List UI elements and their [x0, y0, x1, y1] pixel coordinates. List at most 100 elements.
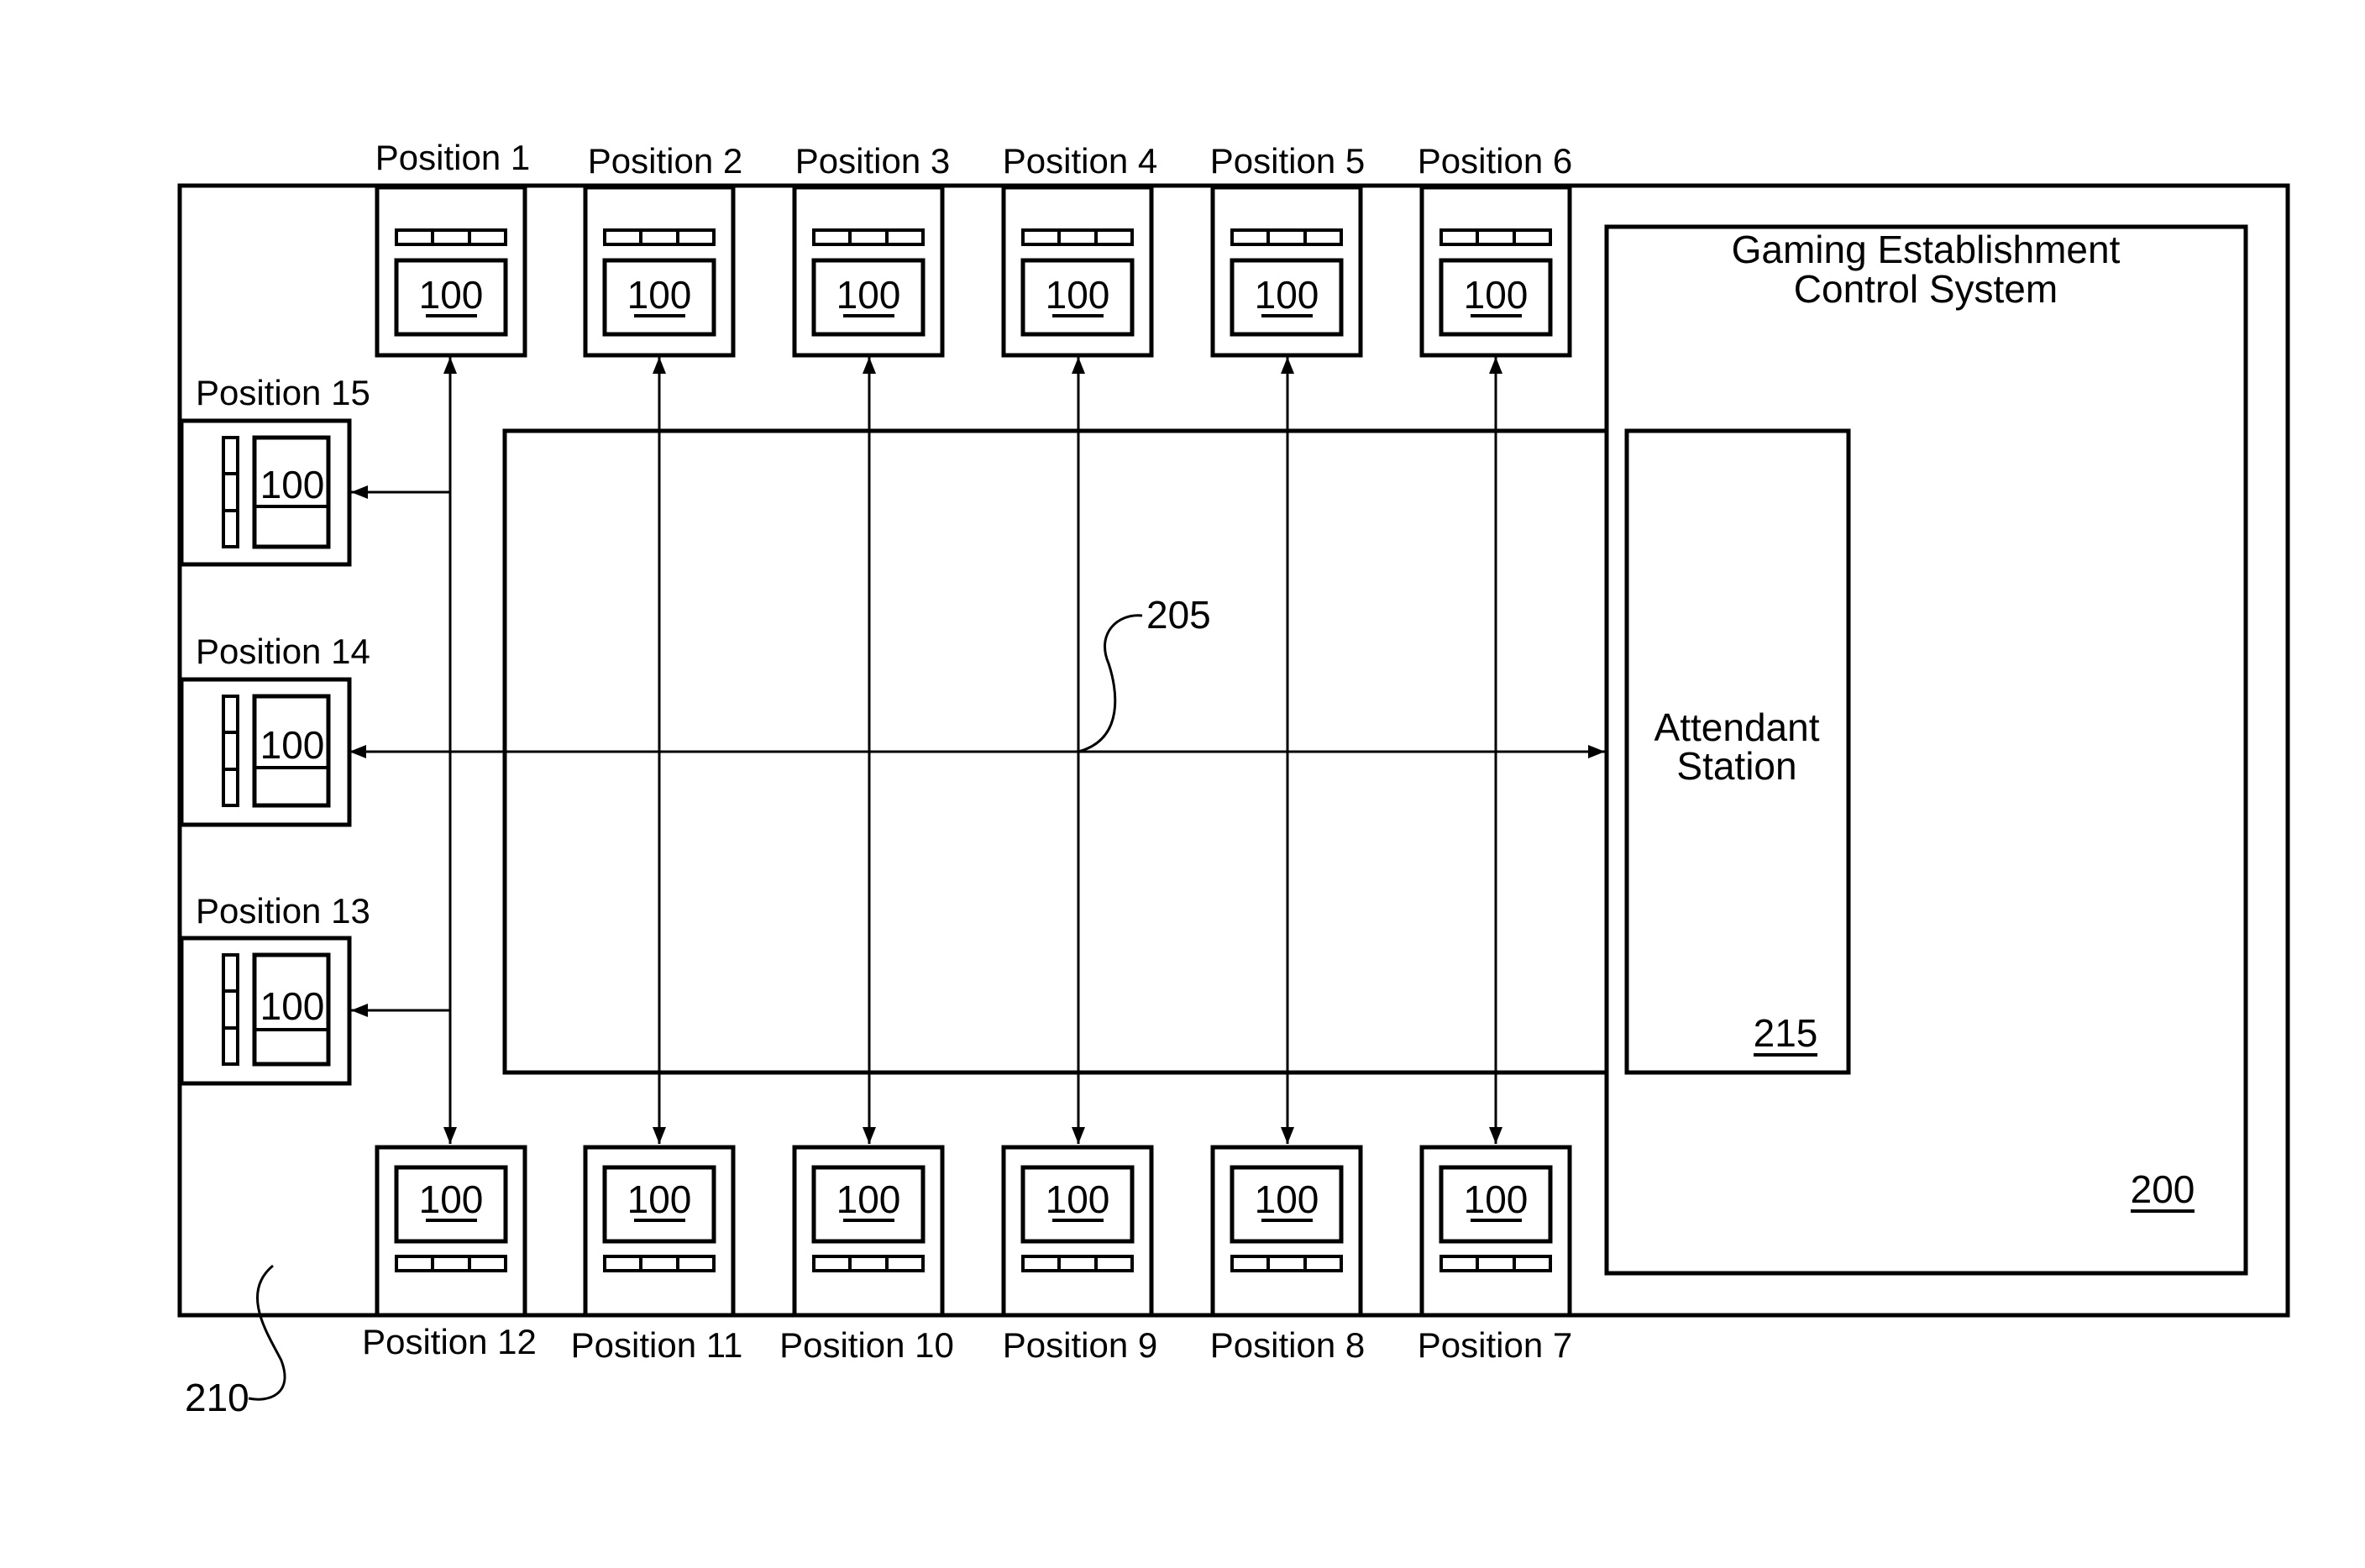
position-label: Position 7	[1418, 1325, 1572, 1365]
position-label: Position 14	[196, 632, 370, 671]
button-panel	[1439, 228, 1552, 246]
display-screen	[811, 1165, 926, 1244]
gaming-device-cabinet	[179, 677, 352, 827]
gaming-device-number: 100	[1464, 273, 1529, 317]
gaming-device-position-2: 100 Position 2	[583, 141, 742, 358]
gaming-device-number: 100	[836, 1177, 901, 1221]
gaming-device-cabinet	[1419, 1145, 1572, 1318]
gaming-device-number: 100	[1255, 1177, 1319, 1221]
gaming-device-position-10: 100 Position 10	[779, 1145, 954, 1365]
display-screen	[394, 258, 508, 337]
gaming-device-position-4: 100 Position 4	[1001, 141, 1157, 358]
gaming-device-cabinet	[1001, 185, 1154, 358]
gaming-device-number: 100	[260, 463, 325, 506]
position-label: Position 15	[196, 373, 370, 412]
gaming-device-position-13: 100 Position 13	[179, 891, 370, 1086]
button-panel	[222, 436, 239, 548]
button-panel	[222, 953, 239, 1066]
gaming-device-cabinet	[1210, 185, 1363, 358]
button-panel	[1021, 1255, 1134, 1272]
position-label: Position 12	[362, 1322, 537, 1361]
network-ref-leader	[1078, 614, 1143, 753]
gaming-device-cabinet	[1419, 185, 1572, 358]
display-screen	[1020, 258, 1135, 337]
floor-ref-leader	[248, 1264, 286, 1401]
button-panel	[222, 695, 239, 807]
gaming-device-position-9: 100 Position 9	[1001, 1145, 1157, 1365]
control-system-title-line2: Control System	[1794, 267, 2058, 311]
button-panel	[395, 228, 507, 246]
position-label: Position 8	[1210, 1325, 1365, 1365]
gaming-device-number: 100	[419, 1177, 484, 1221]
display-screen	[1230, 1165, 1344, 1244]
network-ref: 205	[1146, 593, 1211, 637]
gaming-device-position-1: 100 Position 1	[375, 138, 530, 358]
floor-ref: 210	[185, 1376, 249, 1419]
position-label: Position 2	[588, 141, 742, 181]
display-screen	[811, 258, 926, 337]
button-panel	[603, 1255, 716, 1272]
gaming-device-number: 100	[1046, 1177, 1110, 1221]
display-screen	[1020, 1165, 1135, 1244]
display-screen	[1230, 258, 1344, 337]
gaming-device-number: 100	[836, 273, 901, 317]
gaming-device-cabinet	[179, 936, 352, 1086]
gaming-device-position-8: 100 Position 8	[1210, 1145, 1365, 1365]
gaming-device-position-7: 100 Position 7	[1418, 1145, 1572, 1365]
gaming-device-position-6: 100 Position 6	[1418, 141, 1572, 358]
attendant-station-ref: 215	[1754, 1011, 1818, 1055]
attendant-station-title-line2: Station	[1676, 744, 1796, 788]
display-screen	[602, 258, 716, 337]
gaming-device-position-12: 100 Position 12	[362, 1145, 537, 1361]
attendant-station-box	[1624, 428, 1851, 1075]
position-label: Position 6	[1418, 141, 1572, 181]
button-panel	[395, 1255, 507, 1272]
gaming-device-number: 100	[627, 1177, 692, 1221]
button-panel	[812, 1255, 925, 1272]
gaming-device-number: 100	[1255, 273, 1319, 317]
position-label: Position 5	[1210, 141, 1365, 181]
gaming-device-number: 100	[1046, 273, 1110, 317]
attendant-station-title-line1: Attendant	[1654, 705, 1820, 749]
position-label: Position 1	[375, 138, 530, 177]
button-panel	[603, 228, 716, 246]
control-system-title-line1: Gaming Establishment	[1732, 228, 2121, 271]
gaming-device-position-11: 100 Position 11	[571, 1145, 743, 1365]
button-panel	[1230, 228, 1343, 246]
display-screen	[252, 952, 331, 1067]
gaming-device-cabinet	[1001, 1145, 1154, 1318]
button-panel	[1439, 1255, 1552, 1272]
gaming-device-position-5: 100 Position 5	[1210, 141, 1365, 358]
gaming-device-cabinet	[792, 185, 945, 358]
button-panel	[1021, 228, 1134, 246]
position-label: Position 9	[1003, 1325, 1157, 1365]
gaming-device-position-3: 100 Position 3	[792, 141, 950, 358]
gaming-device-position-15: 100 Position 15	[179, 373, 370, 567]
gaming-device-number: 100	[1464, 1177, 1529, 1221]
button-panel	[1230, 1255, 1343, 1272]
gaming-device-cabinet	[375, 185, 527, 358]
gaming-device-number: 100	[419, 273, 484, 317]
network-lines	[349, 357, 1605, 1144]
gaming-device-position-14: 100 Position 14	[179, 632, 370, 827]
gaming-device-cabinet	[583, 1145, 736, 1318]
gaming-device-number: 100	[260, 723, 325, 767]
position-label: Position 3	[795, 141, 950, 181]
gaming-device-cabinet	[179, 418, 352, 567]
display-screen	[1439, 258, 1553, 337]
display-screen	[252, 694, 331, 808]
gaming-device-cabinet	[375, 1145, 527, 1318]
position-label: Position 10	[779, 1325, 954, 1365]
control-system-ref: 200	[2131, 1167, 2195, 1211]
gaming-device-cabinet	[1210, 1145, 1363, 1318]
display-screen	[1439, 1165, 1553, 1244]
display-screen	[252, 435, 331, 549]
display-screen	[602, 1165, 716, 1244]
position-label: Position 4	[1003, 141, 1157, 181]
gaming-device-cabinet	[792, 1145, 945, 1318]
position-label: Position 11	[571, 1325, 743, 1365]
button-panel	[812, 228, 925, 246]
gaming-device-number: 100	[260, 984, 325, 1028]
gaming-device-cabinet	[583, 185, 736, 358]
